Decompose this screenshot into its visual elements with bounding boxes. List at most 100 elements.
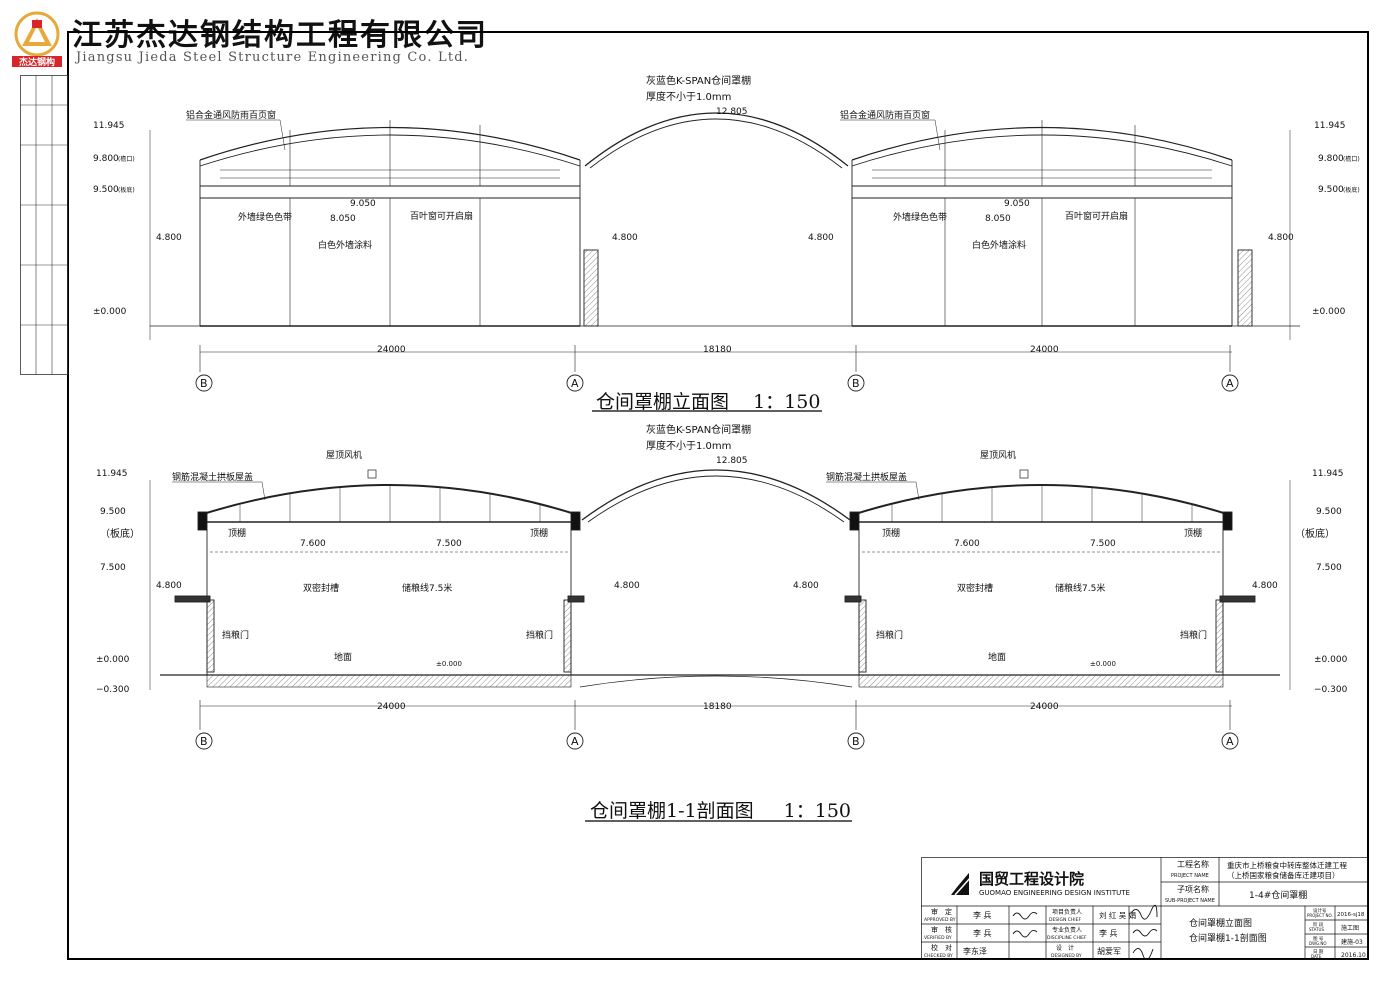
dwg-no-en: DWG.NO — [1309, 941, 1327, 946]
elev-top-left: 11.945 — [93, 121, 125, 131]
chief-en: DESIGN CHIEF — [1049, 917, 1081, 923]
status: 施工图 — [1341, 924, 1359, 932]
elev-dim-18180: 18180 — [703, 345, 732, 355]
elev-4800-d: 4.800 — [1268, 233, 1294, 243]
section-title-text: 仓间罩棚1-1剖面图 — [590, 800, 754, 822]
approved-name: 李 兵 — [973, 910, 992, 920]
elev-8050-right: 8.050 — [985, 214, 1011, 224]
elev-4800-a: 4.800 — [156, 233, 182, 243]
sec-door-c: 挡粮门 — [876, 629, 903, 641]
section-title: 仓间罩棚1-1剖面图 1：150 — [590, 796, 851, 823]
elev-4800-b: 4.800 — [612, 233, 638, 243]
institute-name-cn: 国贸工程设计院 — [979, 870, 1084, 888]
elevation-scale: 1：150 — [753, 391, 821, 413]
sec-dim-18180: 18180 — [703, 702, 732, 712]
elev-green-band-left: 外墙绿色色带 — [238, 211, 292, 223]
sec-ground-right: 地面 — [988, 651, 1006, 663]
elev-axis-a-right: A — [1226, 377, 1234, 390]
dwg-no: 建施-03 — [1341, 938, 1363, 946]
sec-dim-24000-right: 24000 — [1030, 702, 1059, 712]
chief-label: 项目负责人 — [1052, 908, 1082, 916]
sec-slab-bottom-left: （板底） — [100, 527, 140, 540]
sec-ceiling-c: 顶棚 — [882, 527, 900, 539]
elev-white-paint-left: 白色外墙涂料 — [318, 239, 372, 251]
verified-label: 审 核 — [931, 925, 952, 934]
sec-7500-axis-left: 7.500 — [100, 563, 126, 573]
logo-text: 杰达钢构 — [19, 56, 55, 68]
elev-louver-note-left: 铝合金通风防雨百页窗 — [186, 109, 276, 121]
elev-slab-left: 9.500 — [93, 185, 119, 195]
revision-strip — [20, 75, 68, 375]
verified-name: 李 兵 — [973, 928, 992, 938]
elev-eave-tag-right: (檐口) — [1343, 155, 1360, 163]
elev-top-right: 11.945 — [1314, 121, 1346, 131]
elev-thickness-note: 厚度不小于1.0mm — [646, 90, 731, 103]
discipline-name: 李 兵 — [1099, 928, 1118, 938]
approved-en: APPROVED BY — [924, 917, 956, 923]
elev-eave-tag-left: (檐口) — [118, 155, 135, 163]
elev-eave-left: 9.800 — [93, 154, 119, 164]
elev-white-paint-right: 白色外墙涂料 — [972, 239, 1026, 251]
dwg-no-label: 图 号 — [1313, 936, 1324, 942]
designer-name: 胡爱军 — [1097, 946, 1121, 956]
company-logo: 杰达钢构 — [8, 10, 66, 68]
designer-en: DESIGNED BY — [1051, 953, 1082, 959]
sec-top-right: 11.945 — [1312, 469, 1344, 479]
sec-7500-right: 7.500 — [1090, 539, 1116, 549]
sec-door-a: 挡粮门 — [222, 629, 249, 641]
sec-roof-slab-right: 钢筋混凝土拱板屋盖 — [826, 471, 907, 483]
sec-4800-b: 4.800 — [614, 581, 640, 591]
sec-axis-a-right: A — [1226, 735, 1234, 748]
sec-roof-fan-right: 屋顶风机 — [980, 449, 1016, 461]
company-name-cn: 江苏杰达钢结构工程有限公司 — [72, 18, 488, 53]
sec-7600-left: 7.600 — [300, 539, 326, 549]
verified-en: VERIFIED BY — [924, 935, 952, 941]
company-name-en: Jiangsu Jieda Steel Structure Engineerin… — [76, 50, 470, 65]
elev-9050-left: 9.050 — [350, 199, 376, 209]
sec-roof-slab-left: 钢筋混凝土拱板屋盖 — [172, 471, 253, 483]
sec-door-b: 挡粮门 — [526, 629, 553, 641]
elev-8050-left: 8.050 — [330, 214, 356, 224]
elev-canopy-level: 12.805 — [716, 107, 748, 117]
sub-name: 1-4#仓间罩棚 — [1249, 889, 1307, 901]
proj-no: 2016-sj18 — [1337, 912, 1365, 918]
elevation-title-text: 仓间罩棚立面图 — [596, 391, 730, 413]
sec-ceiling-a: 顶棚 — [228, 527, 246, 539]
elev-9050-right: 9.050 — [1004, 199, 1030, 209]
designer-label: 设 计 — [1056, 944, 1074, 952]
sec-ceiling-b: 顶棚 — [530, 527, 548, 539]
sec-seal-left: 双密封槽 — [303, 582, 339, 594]
date: 2016.10 — [1341, 952, 1366, 959]
date-en: DATE — [1311, 954, 1322, 959]
elev-slab-tag-left: (板底) — [118, 186, 135, 194]
drawing-title-1: 仓间罩棚立面图 — [1189, 917, 1252, 929]
institute-logo-icon — [948, 868, 972, 896]
project-label-en: PROJECT NAME — [1171, 873, 1209, 879]
sec-4800-c: 4.800 — [793, 581, 819, 591]
drawing-frame — [67, 31, 1369, 960]
sec-zero-inner-left: ±0.000 — [436, 660, 462, 668]
sec-slab-bottom-right: （板底） — [1295, 527, 1335, 540]
sec-9500-left: 9.500 — [100, 507, 126, 517]
sec-top-left: 11.945 — [96, 469, 128, 479]
project-label: 工程名称 — [1177, 859, 1209, 869]
drawing-title-2: 仓间罩棚1-1剖面图 — [1189, 932, 1267, 944]
sec-grain-line-right: 储粮线7.5米 — [1055, 582, 1105, 594]
sec-zero-left: ±0.000 — [96, 655, 130, 665]
elev-louver-open-right: 百叶窗可开启扇 — [1065, 210, 1128, 222]
checked-name: 李东泽 — [963, 946, 987, 956]
elev-slab-right: 9.500 — [1318, 185, 1344, 195]
date-label: 日 期 — [1313, 949, 1324, 955]
project-name-1: 重庆市上桥粮食中转库整体迁建工程 — [1227, 860, 1347, 870]
sec-dim-24000-left: 24000 — [377, 702, 406, 712]
elev-zero-left: ±0.000 — [93, 307, 127, 317]
elev-canopy-note: 灰蓝色K-SPAN仓间罩棚 — [646, 74, 751, 87]
sec-seal-right: 双密封槽 — [957, 582, 993, 594]
section-view — [149, 469, 1291, 750]
elev-axis-b-right: B — [852, 377, 860, 390]
proj-no-label: 设计号 — [1313, 907, 1327, 914]
sec-neg-left: −0.300 — [96, 685, 130, 695]
elev-zero-right: ±0.000 — [1312, 307, 1346, 317]
sec-neg-right: −0.300 — [1314, 685, 1348, 695]
